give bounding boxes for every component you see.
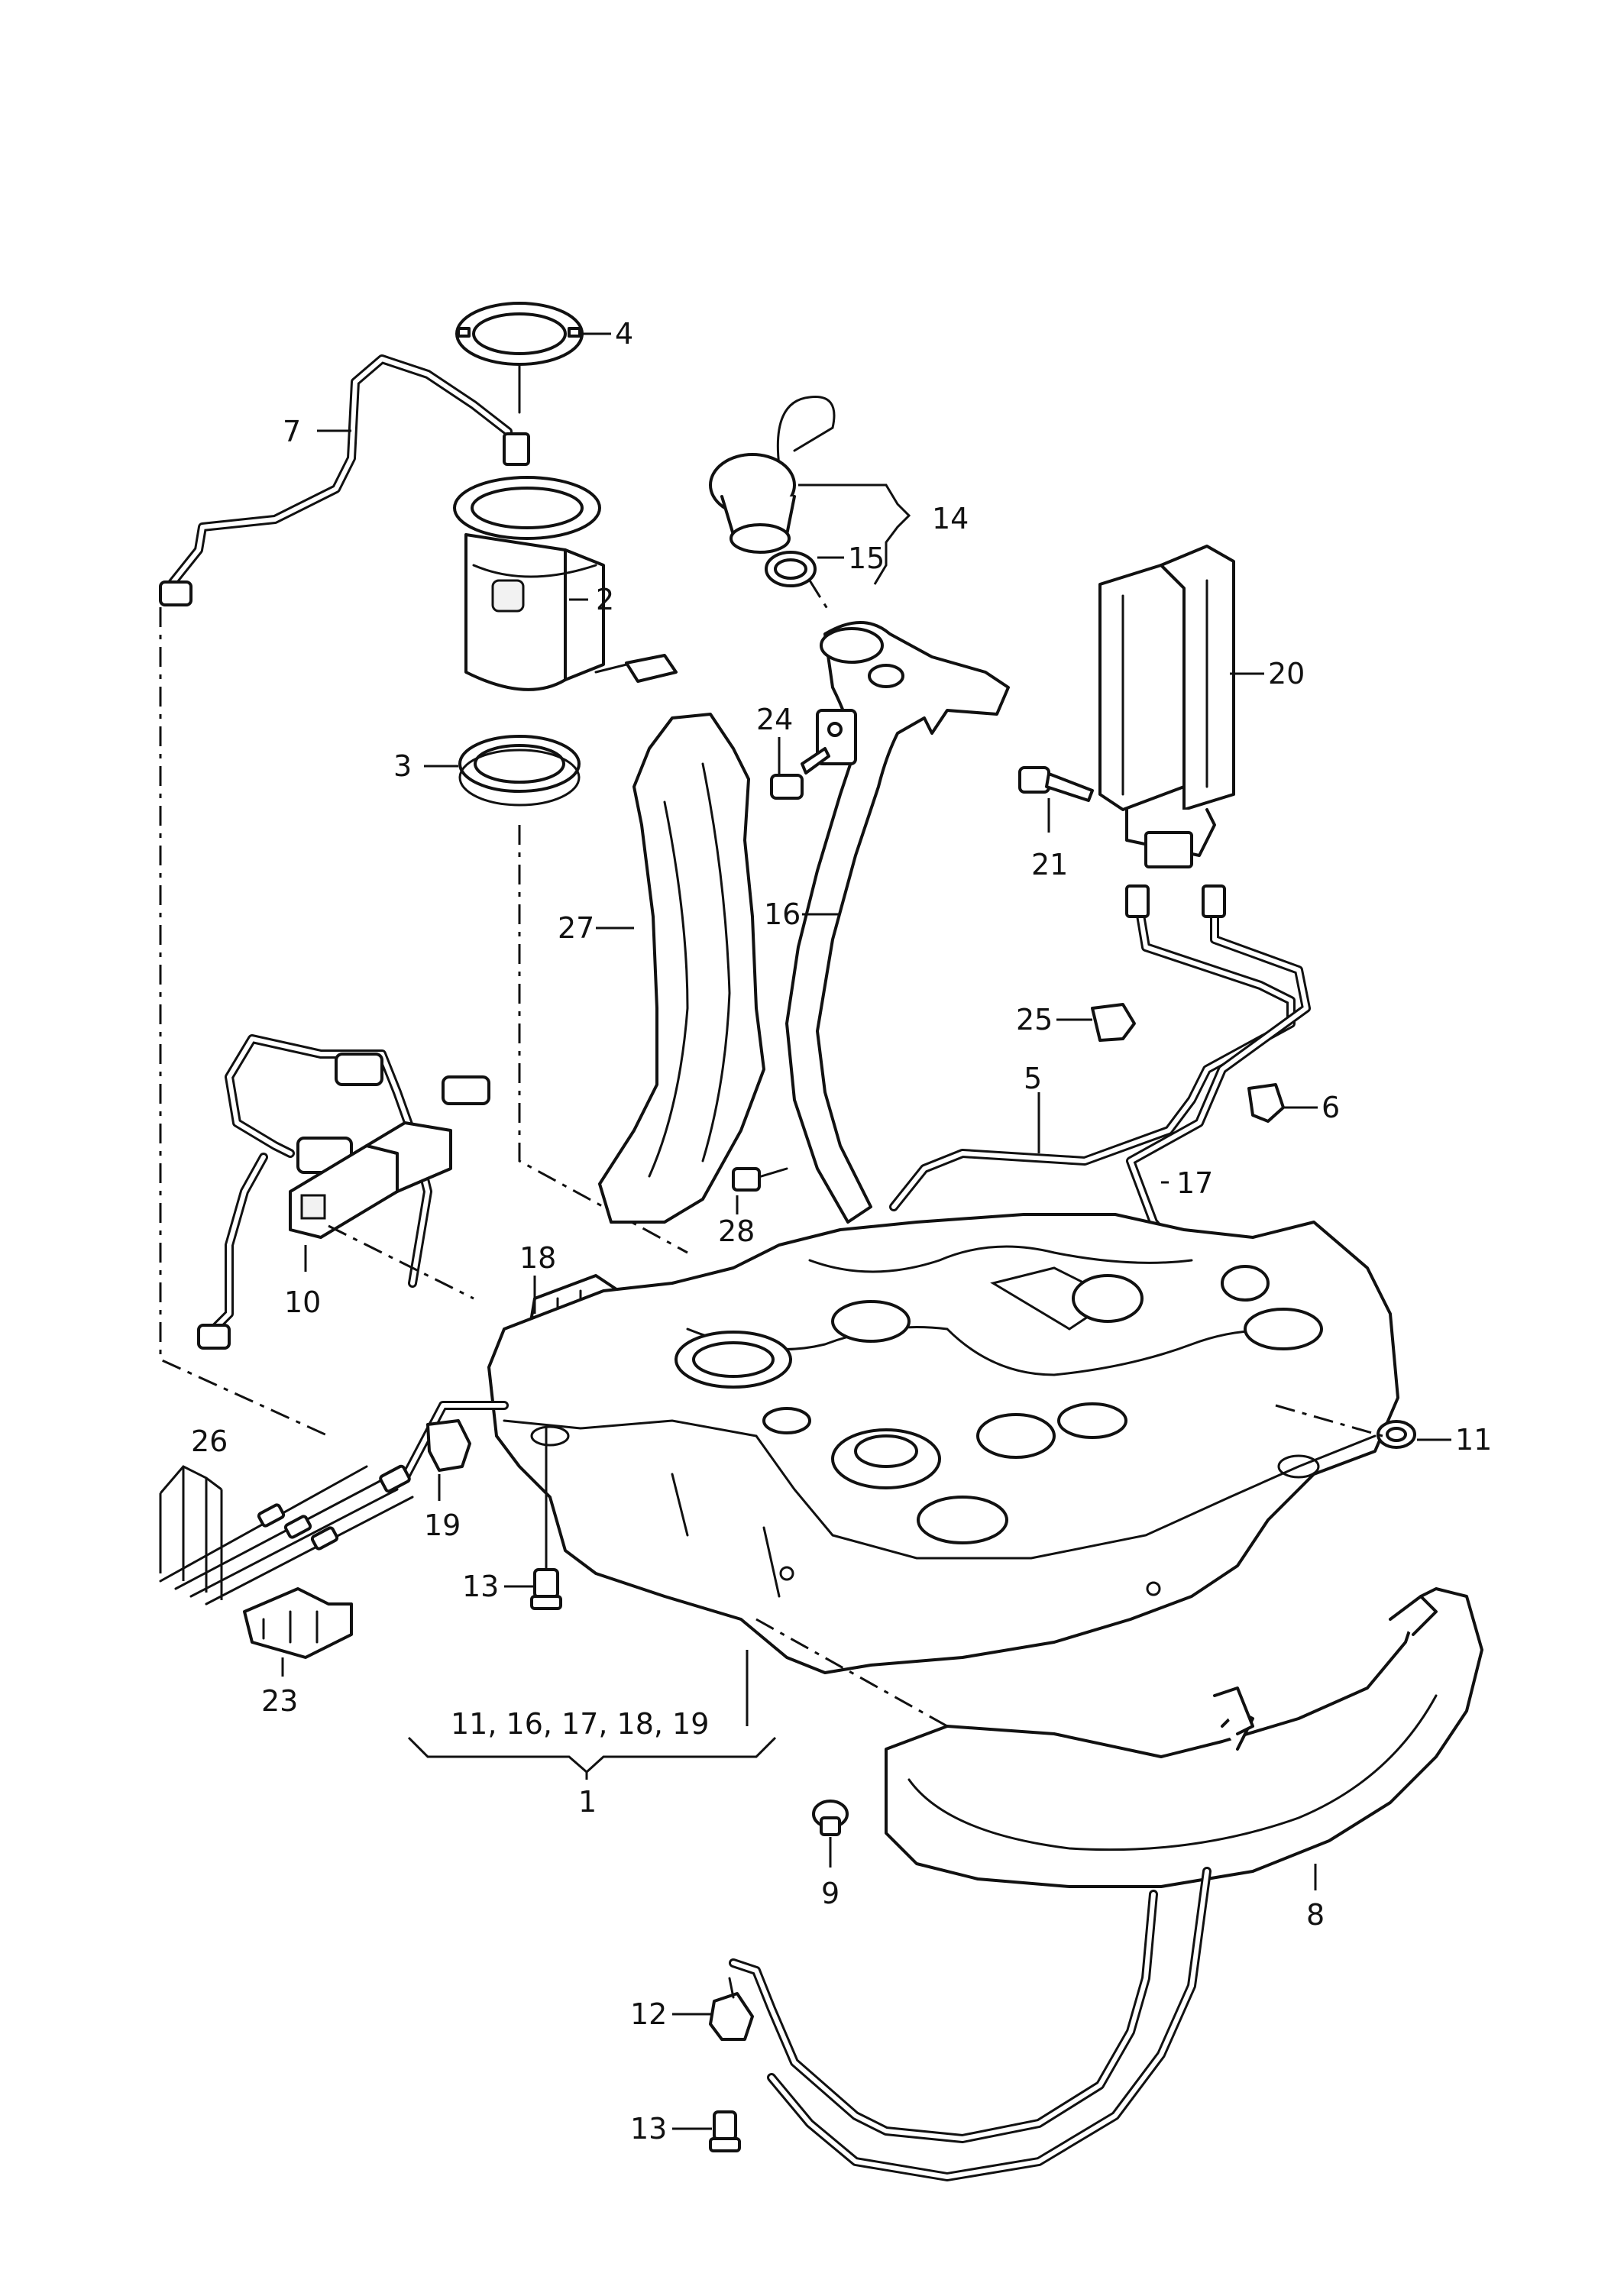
part-19-clip (426, 1419, 471, 1472)
callout-25: 25 (1016, 1003, 1053, 1036)
part-27-heat-shield (598, 713, 765, 1224)
part-20-carbon-canister (1098, 545, 1235, 868)
part-13-screw-upper (530, 1427, 562, 1610)
part-6-clip (1247, 1083, 1285, 1123)
part-23-holder (243, 1587, 353, 1659)
part-16-filler-pipe (785, 621, 1010, 1224)
callout-3: 3 (393, 749, 412, 783)
callout-4: 4 (615, 317, 633, 351)
callout-7: 7 (283, 415, 301, 448)
callout-23: 23 (261, 1684, 298, 1718)
part-8-tank-strap (729, 1587, 1483, 2181)
part-11-grommet (1275, 1404, 1416, 1449)
callout-5: 5 (1024, 1062, 1042, 1095)
part-25-clip (1091, 1003, 1136, 1042)
callout-12: 12 (630, 1997, 667, 2031)
callout-17: 17 (1176, 1166, 1213, 1200)
callout-1: 1 (578, 1785, 597, 1819)
callout-26: 26 (191, 1424, 228, 1458)
callout-20: 20 (1268, 657, 1305, 690)
callout-28: 28 (718, 1214, 755, 1248)
part-28-clip (732, 1167, 788, 1192)
callout-16: 16 (764, 897, 801, 931)
part-1-fuel-tank (400, 1213, 1399, 1674)
callout-19: 19 (424, 1509, 461, 1542)
part-12-strap-clip (709, 1977, 754, 2041)
part-24-bolt (770, 747, 830, 800)
group-1-contents: 11, 16, 17, 18, 19 (451, 1707, 709, 1741)
callout-27: 27 (558, 911, 594, 945)
callout-13-lower: 13 (630, 2112, 667, 2146)
part-26-fuel-lines (159, 1464, 414, 1606)
callout-18: 18 (519, 1241, 556, 1275)
callout-2: 2 (596, 583, 614, 616)
part-3-seal (458, 735, 581, 807)
part-13-screw-lower (709, 2110, 741, 2152)
callout-24: 24 (756, 703, 793, 736)
callout-14: 14 (932, 502, 969, 535)
part-4-locking-ring (455, 302, 584, 366)
callout-11: 11 (1455, 1423, 1492, 1457)
callout-10: 10 (284, 1285, 321, 1319)
part-2-fuel-pump-module (453, 476, 678, 691)
callout-13-upper: 13 (462, 1570, 499, 1603)
callout-6: 6 (1322, 1091, 1340, 1124)
callout-9: 9 (821, 1877, 839, 1910)
callout-21: 21 (1031, 848, 1068, 881)
part-9-nut (812, 1800, 849, 1836)
part-15-o-ring (765, 551, 817, 587)
part-5-vent-line (889, 884, 1296, 1211)
part-10-control-unit (197, 1034, 490, 1350)
callout-8: 8 (1306, 1898, 1325, 1932)
part-7-fuel-line (159, 354, 530, 606)
part-14-filler-cap (709, 396, 836, 554)
part-21-bolt (1018, 766, 1094, 802)
callout-15: 15 (848, 542, 885, 575)
